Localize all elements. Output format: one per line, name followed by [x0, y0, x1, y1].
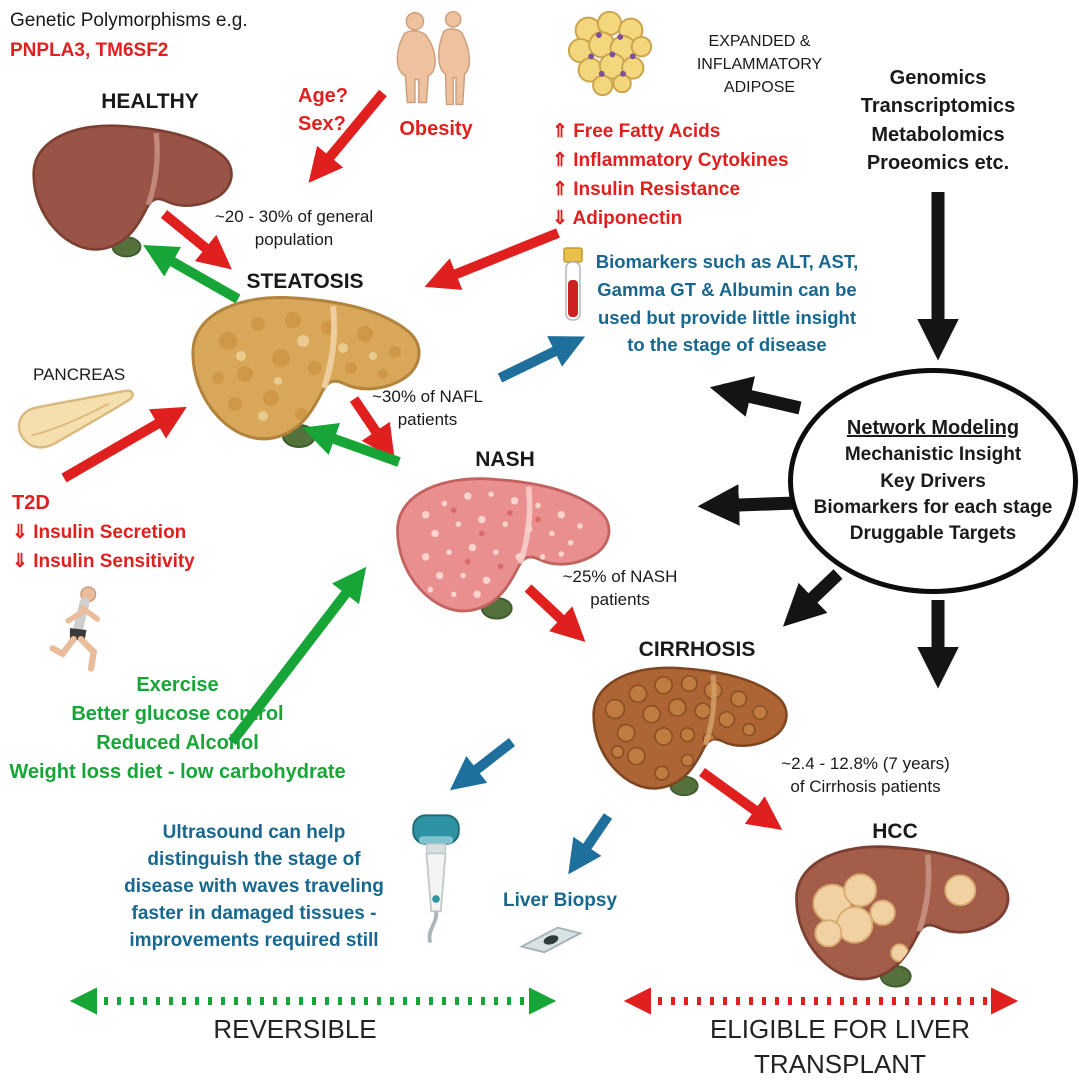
biomarkers-note: Biomarkers such as ALT, AST, Gamma GT & …	[595, 251, 859, 356]
network-modeling-ellipse: Network Modeling Mechanistic Insight Key…	[788, 368, 1078, 594]
nash-stat: ~25% of NASH patients	[562, 567, 678, 609]
stage-label-steatosis: STEATOSIS	[246, 270, 364, 293]
t2d-effect: ⇓ Insulin Secretion	[12, 522, 187, 543]
pancreas-label: PANCREAS	[33, 365, 126, 384]
ultrasound-note: Ultrasound can help distinguish the stag…	[124, 822, 384, 951]
network-title: Network Modeling	[846, 416, 1020, 439]
arrow-steatosis-to-biomarkers	[497, 336, 586, 383]
network-item: Druggable Targets	[849, 523, 1017, 545]
omics-label: Genomics Transcriptomics Metabolomics Pr…	[860, 67, 1016, 175]
adipose-effect: ⇑ Free Fatty Acids	[552, 121, 721, 142]
lifestyle-item: Reduced Alcohol	[96, 732, 259, 754]
network-item: Biomarkers for each stage	[813, 496, 1053, 518]
liver-biopsy-label: Liver Biopsy	[502, 890, 618, 911]
lifestyle-item: Better glucose control	[71, 703, 284, 725]
transplant-label: ELIGIBLE FOR LIVER TRANSPLANT	[709, 1014, 971, 1080]
stage-label-hcc: HCC	[872, 820, 918, 843]
hcc-liver-icon	[795, 845, 1010, 988]
arrow-adipose-to-steatosis	[424, 228, 560, 290]
obese-couple-icon	[396, 10, 471, 106]
stage-label-nash: NASH	[475, 448, 535, 471]
network-item: Mechanistic Insight	[844, 444, 1022, 466]
age-sex-label: Age? Sex?	[298, 85, 348, 135]
blood-test-tube-icon	[563, 247, 583, 321]
genetic-genes-label: PNPLA3, TM6SF2	[10, 40, 169, 61]
obesity-label: Obesity	[399, 118, 473, 140]
arrow-network-to-nash	[697, 484, 797, 526]
t2d-effect: ⇓ Insulin Sensitivity	[12, 551, 195, 572]
steatosis-liver-icon	[191, 295, 421, 448]
cirrhosis-stat: ~2.4 - 12.8% (7 years) of Cirrhosis pati…	[781, 754, 950, 796]
adipose-effect: ⇑ Inflammatory Cytokines	[552, 150, 789, 171]
reversible-label: REVERSIBLE	[213, 1014, 377, 1044]
pancreas-icon	[17, 389, 134, 449]
arrow-cirrhosis-to-ultrasound	[449, 738, 516, 791]
adipose-tissue-icon	[567, 10, 653, 97]
arrow-cirrhosis-to-biopsy	[568, 813, 613, 875]
arrow-network-to-cirrhosis	[782, 569, 843, 627]
runner-icon	[49, 586, 101, 672]
healthy-liver-icon	[32, 124, 233, 258]
lifestyle-item: Weight loss diet - low carbohydrate	[9, 761, 346, 783]
lifestyle-item: Exercise	[136, 674, 219, 696]
ultrasound-probe-icon	[412, 814, 460, 944]
nafl-stat: ~30% of NAFL patients	[371, 387, 484, 429]
nash-liver-icon	[396, 477, 611, 620]
t2d-label: T2D	[12, 492, 50, 514]
network-item: Key Drivers	[880, 470, 986, 492]
general-population-stat: ~20 - 30% of general population	[214, 207, 374, 249]
stage-label-cirrhosis: CIRRHOSIS	[638, 638, 756, 661]
adipose-title: EXPANDED & INFLAMMATORY ADIPOSE	[696, 33, 823, 97]
biopsy-slide-icon	[518, 926, 584, 954]
arrow-network-to-biomarkers	[709, 376, 802, 417]
genetic-polymorphisms-title: Genetic Polymorphisms e.g.	[10, 10, 248, 31]
cirrhosis-liver-icon	[592, 666, 788, 797]
stage-label-healthy: HEALTHY	[101, 90, 199, 113]
adipose-effect: ⇓ Adiponectin	[552, 208, 683, 229]
adipose-effect: ⇑ Insulin Resistance	[552, 179, 741, 200]
